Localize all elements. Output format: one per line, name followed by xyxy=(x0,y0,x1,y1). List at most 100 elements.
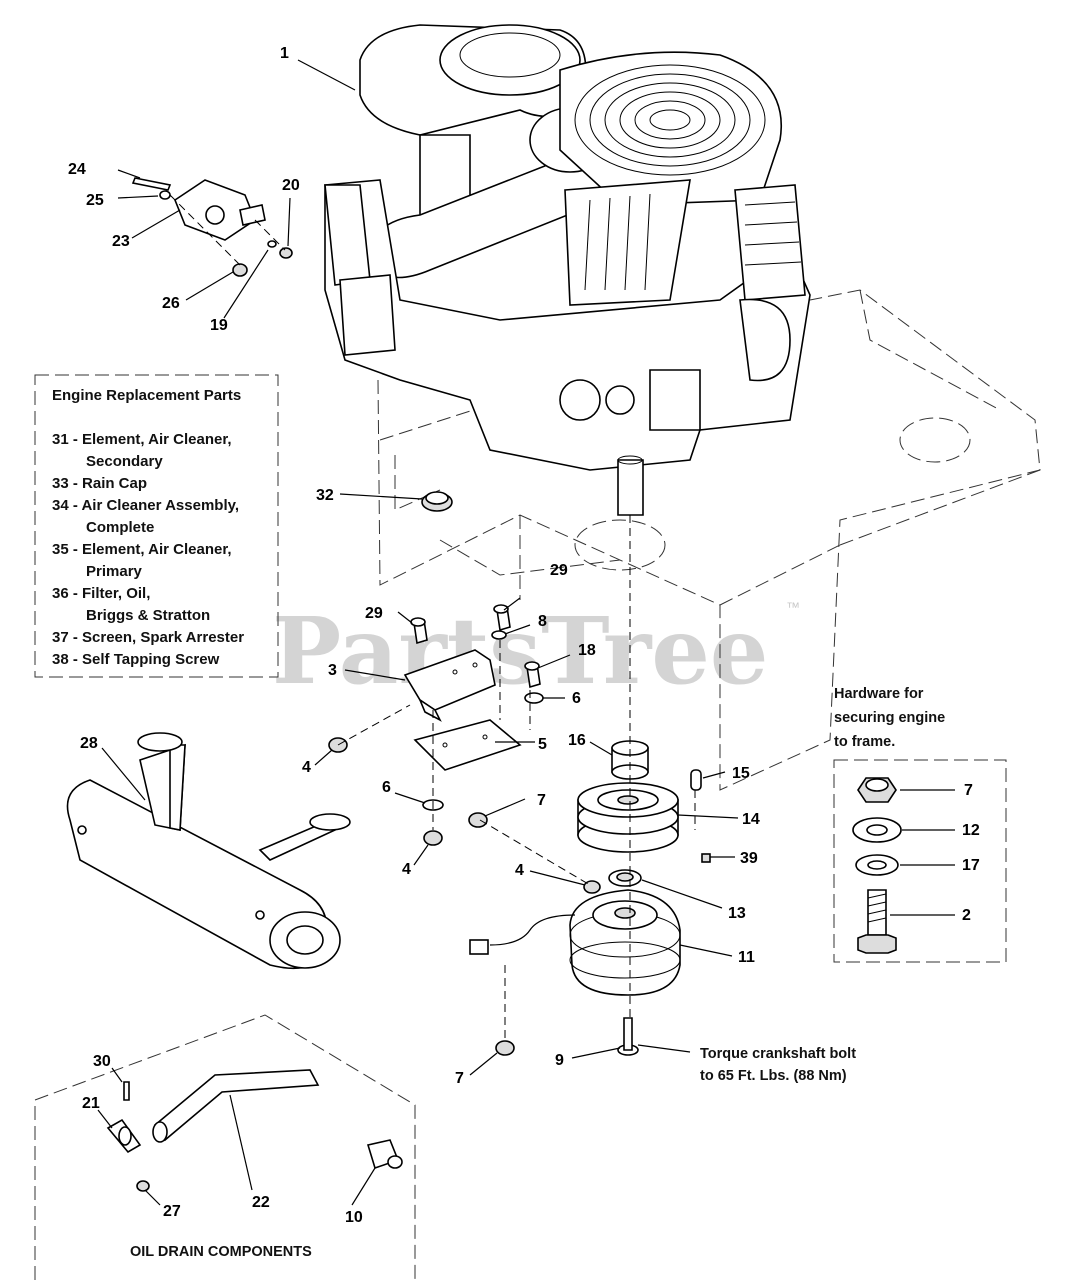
part-20-nut xyxy=(279,247,293,259)
callout-32: 32 xyxy=(316,487,334,504)
part-3-bracket xyxy=(403,649,496,722)
part-4-nut-lower xyxy=(423,830,443,846)
hardware-note-line: to frame. xyxy=(834,734,895,750)
part-29-bolt-right xyxy=(493,604,511,632)
part-32-grommet xyxy=(421,491,453,512)
callout-labels: 1 24 25 23 20 26 19 32 29 29 8 3 18 6 5 … xyxy=(68,45,980,1226)
callout-9: 9 xyxy=(555,1052,564,1069)
engine-part-line: 33 - Rain Cap xyxy=(52,475,147,492)
engine-assembly xyxy=(324,24,811,516)
callout-15: 15 xyxy=(732,765,750,782)
engine-part-line: 36 - Filter, Oil, xyxy=(52,585,150,602)
part-7-nut-middle xyxy=(468,812,488,828)
callout-5: 5 xyxy=(538,736,547,753)
callout-19: 19 xyxy=(210,317,228,334)
callout-7-hardware: 7 xyxy=(964,782,973,799)
part-16-spacer xyxy=(611,740,649,780)
callout-17: 17 xyxy=(962,857,980,874)
part-29-bolt-left xyxy=(410,617,428,645)
part-10-drain-valve xyxy=(366,1139,403,1170)
leader-lines xyxy=(97,59,739,1206)
part-6-washer-upper xyxy=(524,692,544,704)
callout-28: 28 xyxy=(80,735,98,752)
callout-18: 18 xyxy=(578,642,596,659)
callout-4-right: 4 xyxy=(515,862,524,879)
callout-21: 21 xyxy=(82,1095,100,1112)
callout-7-lower: 7 xyxy=(455,1070,464,1087)
part-2-bolt xyxy=(857,889,897,954)
engine-part-line: 31 - Element, Air Cleaner, xyxy=(52,431,232,448)
callout-39: 39 xyxy=(740,850,758,867)
part-4-nut-right xyxy=(583,880,601,894)
oil-drain-boundary xyxy=(34,1014,416,1280)
callout-1: 1 xyxy=(280,45,289,62)
callout-12: 12 xyxy=(962,822,980,839)
watermark-trademark: ™ xyxy=(786,599,800,615)
part-15-key xyxy=(690,769,702,791)
torque-note-line: to 65 Ft. Lbs. (88 Nm) xyxy=(700,1068,847,1084)
part-7-nut-lower xyxy=(495,1040,515,1056)
engine-replacement-parts-box xyxy=(34,374,279,678)
hardware-note-line: Hardware for xyxy=(834,686,924,702)
part-18-bolt xyxy=(524,661,541,689)
engine-part-line: Briggs & Stratton xyxy=(86,607,210,624)
part-21-clamp xyxy=(106,1118,142,1154)
callout-10: 10 xyxy=(345,1209,363,1226)
part-25-washer xyxy=(159,190,171,200)
part-11-clutch xyxy=(469,889,681,996)
part-39-fastener xyxy=(701,853,711,863)
callout-25: 25 xyxy=(86,192,104,209)
callout-2: 2 xyxy=(962,907,971,924)
callout-24: 24 xyxy=(68,161,86,178)
part-5-plate xyxy=(413,719,522,771)
part-30-screw xyxy=(123,1081,130,1101)
part-24-screw xyxy=(131,177,172,191)
part-19-washer xyxy=(267,240,277,248)
engine-part-line: Primary xyxy=(86,563,143,580)
callout-7-middle: 7 xyxy=(537,792,546,809)
callout-22: 22 xyxy=(252,1194,270,1211)
part-22-drain-tube xyxy=(152,1069,320,1143)
callout-16: 16 xyxy=(568,732,586,749)
callout-27: 27 xyxy=(163,1203,181,1220)
callout-6-lower: 6 xyxy=(382,779,391,796)
oil-drain-title: OIL DRAIN COMPONENTS xyxy=(130,1244,312,1260)
part-7-locknut xyxy=(857,777,897,803)
callout-6-upper: 6 xyxy=(572,690,581,707)
part-23-solenoid xyxy=(174,179,266,241)
engine-part-line: 37 - Screen, Spark Arrester xyxy=(52,629,244,646)
callout-26: 26 xyxy=(162,295,180,312)
part-8-washer xyxy=(491,630,507,640)
hardware-box xyxy=(833,759,1007,963)
hardware-note-line: securing engine xyxy=(834,710,945,726)
callout-29-right: 29 xyxy=(550,562,568,579)
part-26-nut xyxy=(232,263,248,277)
part-28-muffler xyxy=(66,732,351,970)
callout-4-left: 4 xyxy=(302,759,311,776)
callout-30: 30 xyxy=(93,1053,111,1070)
part-9-bolt xyxy=(617,1017,639,1056)
callout-20: 20 xyxy=(282,177,300,194)
engine-part-line: Complete xyxy=(86,519,154,536)
callout-3: 3 xyxy=(328,662,337,679)
torque-note-line: Torque crankshaft bolt xyxy=(700,1046,856,1062)
engine-parts-title: Engine Replacement Parts xyxy=(52,387,241,404)
part-17-washer xyxy=(855,854,899,876)
part-13-spacer xyxy=(608,869,642,887)
callout-8: 8 xyxy=(538,613,547,630)
part-14-pulley xyxy=(577,782,679,853)
callout-13: 13 xyxy=(728,905,746,922)
callout-4-lower: 4 xyxy=(402,861,411,878)
engine-part-line: 35 - Element, Air Cleaner, xyxy=(52,541,232,558)
part-27-nut xyxy=(136,1180,150,1192)
callout-23: 23 xyxy=(112,233,130,250)
engine-part-line: Secondary xyxy=(86,453,163,470)
callout-11: 11 xyxy=(738,949,755,966)
part-12-lockwasher xyxy=(852,817,902,843)
callout-14: 14 xyxy=(742,811,760,828)
engine-part-line: 38 - Self Tapping Screw xyxy=(52,651,220,668)
watermark: PartsTree xyxy=(272,597,768,705)
engine-part-line: 34 - Air Cleaner Assembly, xyxy=(52,497,239,514)
callout-29-left: 29 xyxy=(365,605,383,622)
